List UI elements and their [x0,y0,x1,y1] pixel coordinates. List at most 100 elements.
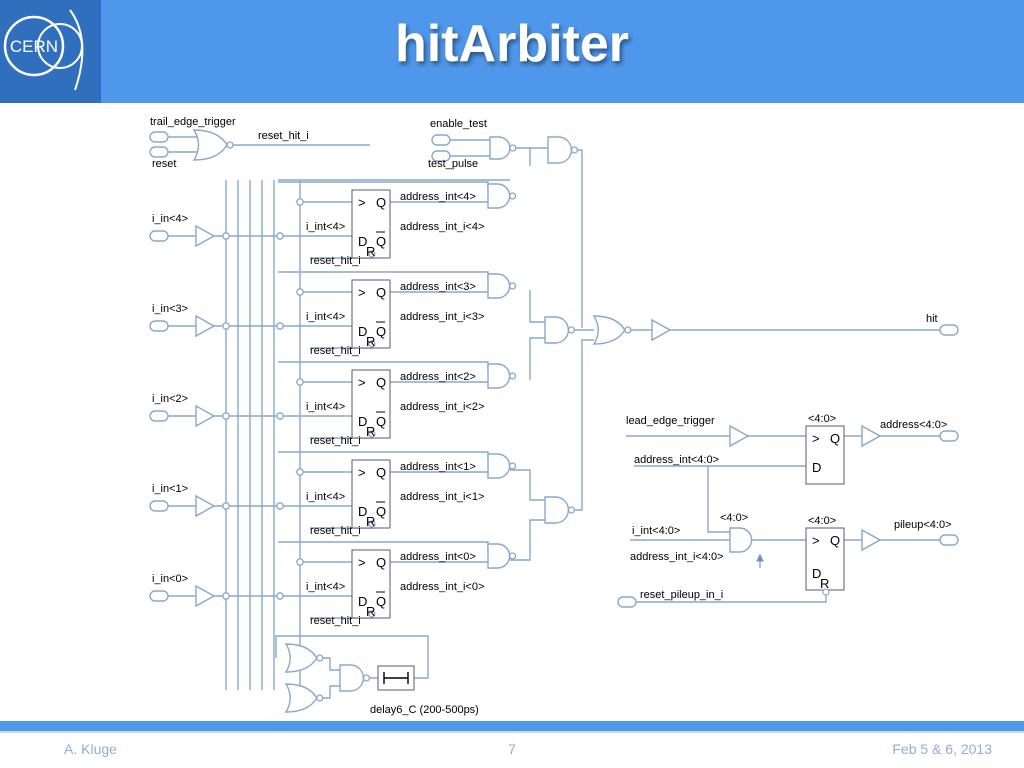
cern-logo: CERN [0,0,101,103]
label-i-int: i_int<4> [306,311,345,323]
inverter-bubble [508,462,517,470]
inverter-bubble [570,146,579,154]
label-reset-hit-i-top: reset_hit_i [258,130,309,142]
or-gate-delay-a [284,643,318,673]
wire [707,466,730,533]
junction-dot [276,322,284,330]
inverter-bubble [624,326,632,334]
label-pileup: pileup<4:0> [894,519,952,531]
ff-d-pin: D [358,414,367,429]
wire [572,149,583,328]
label-address-int: address_int<4> [400,191,476,203]
wire [529,290,545,323]
label-reset-hit-i: reset_hit_i [310,255,361,267]
label-reset-hit-i: reset_hit_i [310,345,361,357]
junction-dot [276,412,284,420]
label-address-int-i: address_int_i<2> [400,401,484,413]
and-gate-address [487,183,511,209]
wire [318,685,340,699]
and-gate-address [487,453,511,479]
reset-bubble [822,588,830,596]
buffer-address [861,424,882,448]
label-address-int: address_int<1> [400,461,476,473]
slide-title: hitArbiter [395,15,629,73]
ff-q-pin: Q [376,285,386,300]
wire [318,657,340,671]
reset-bubble [368,340,376,348]
label-trail-edge-trigger: trail_edge_trigger [150,116,236,128]
ff-clock-pin: > [358,555,366,570]
inverter-bubble [316,654,324,662]
label-address-int: address_int<2> [400,371,476,383]
label-bus-4-0-c: <4:0> [808,515,836,527]
label-bus-4-0-b: <4:0> [720,512,748,524]
reset-bubble [368,430,376,438]
port-channel-input [149,320,169,332]
ff-q-pin: Q [830,431,840,446]
label-i-int: i_int<4> [306,491,345,503]
flip-flop-pileup [805,527,845,591]
and-gate-combine [544,316,570,344]
ff-d-pin: D [358,234,367,249]
inverter-bubble [226,141,234,149]
label-reset-hit-i: reset_hit_i [310,525,361,537]
footer-line [0,731,1024,733]
inverter-bubble [508,372,517,380]
ff-q-pin: Q [376,555,386,570]
label-channel-input: i_in<3> [152,303,188,315]
inverter-bubble [508,282,517,290]
ff-d-pin: D [358,324,367,339]
footer-page-number: 7 [508,741,516,757]
wire [510,519,545,561]
ff-clock-pin: > [358,195,366,210]
ff-reset-pin: R [366,334,375,349]
buffer-channel-input [195,314,216,338]
up-arrow-icon [756,553,764,562]
and-gate-test-enable [547,136,573,164]
and-gate-pileup [729,527,753,553]
wire [572,339,594,511]
wire [278,541,489,550]
cern-logo-icon: CERN [3,9,84,91]
junction-dot [222,322,230,330]
label-channel-input: i_in<1> [152,483,188,495]
port-channel-input [149,500,169,512]
flip-flop-channel [351,459,391,529]
buffer-channel-input [195,224,216,248]
footer-author: A. Kluge [64,741,117,757]
label-reset-hit-i: reset_hit_i [310,435,361,447]
junction-dot [296,198,304,206]
buffer-channel-input [195,584,216,608]
ff-clock-pin: > [812,431,820,446]
junction-dot [296,558,304,566]
port-reset-pileup [617,596,637,608]
flip-flop-channel [351,369,391,439]
ff-q-pin: Q [376,375,386,390]
ff-reset-pin: R [820,576,829,591]
port-reset [149,146,169,158]
and-gate-combine-lower [544,496,570,524]
inverter-bubble [508,552,517,560]
reset-bubble [368,520,376,528]
ff-qbar-pin: Q [376,504,386,519]
ff-clock-pin: > [358,465,366,480]
wire [529,337,545,380]
ff-qbar-pin: Q [376,234,386,249]
port-address [939,430,959,442]
port-channel-input [149,230,169,242]
cern-logo-text: CERN [10,37,58,56]
ff-qbar-pin: Q [376,414,386,429]
buffer-hit [651,318,672,342]
label-i-int-bus: i_int<4:0> [632,525,680,537]
labels: trail_edge_triggerresetreset_hit_ienable… [150,116,952,716]
ff-d-pin: D [812,460,821,475]
port-hit [939,324,959,336]
footer-date: Feb 5 & 6, 2013 [892,741,992,757]
label-lead-edge-trigger: lead_edge_trigger [626,415,715,427]
junction-dot [296,378,304,386]
inverter-bubble [509,144,517,152]
label-address-int-i: address_int_i<3> [400,311,484,323]
flip-flop-channel [351,189,391,259]
and-gate-test [489,136,511,160]
